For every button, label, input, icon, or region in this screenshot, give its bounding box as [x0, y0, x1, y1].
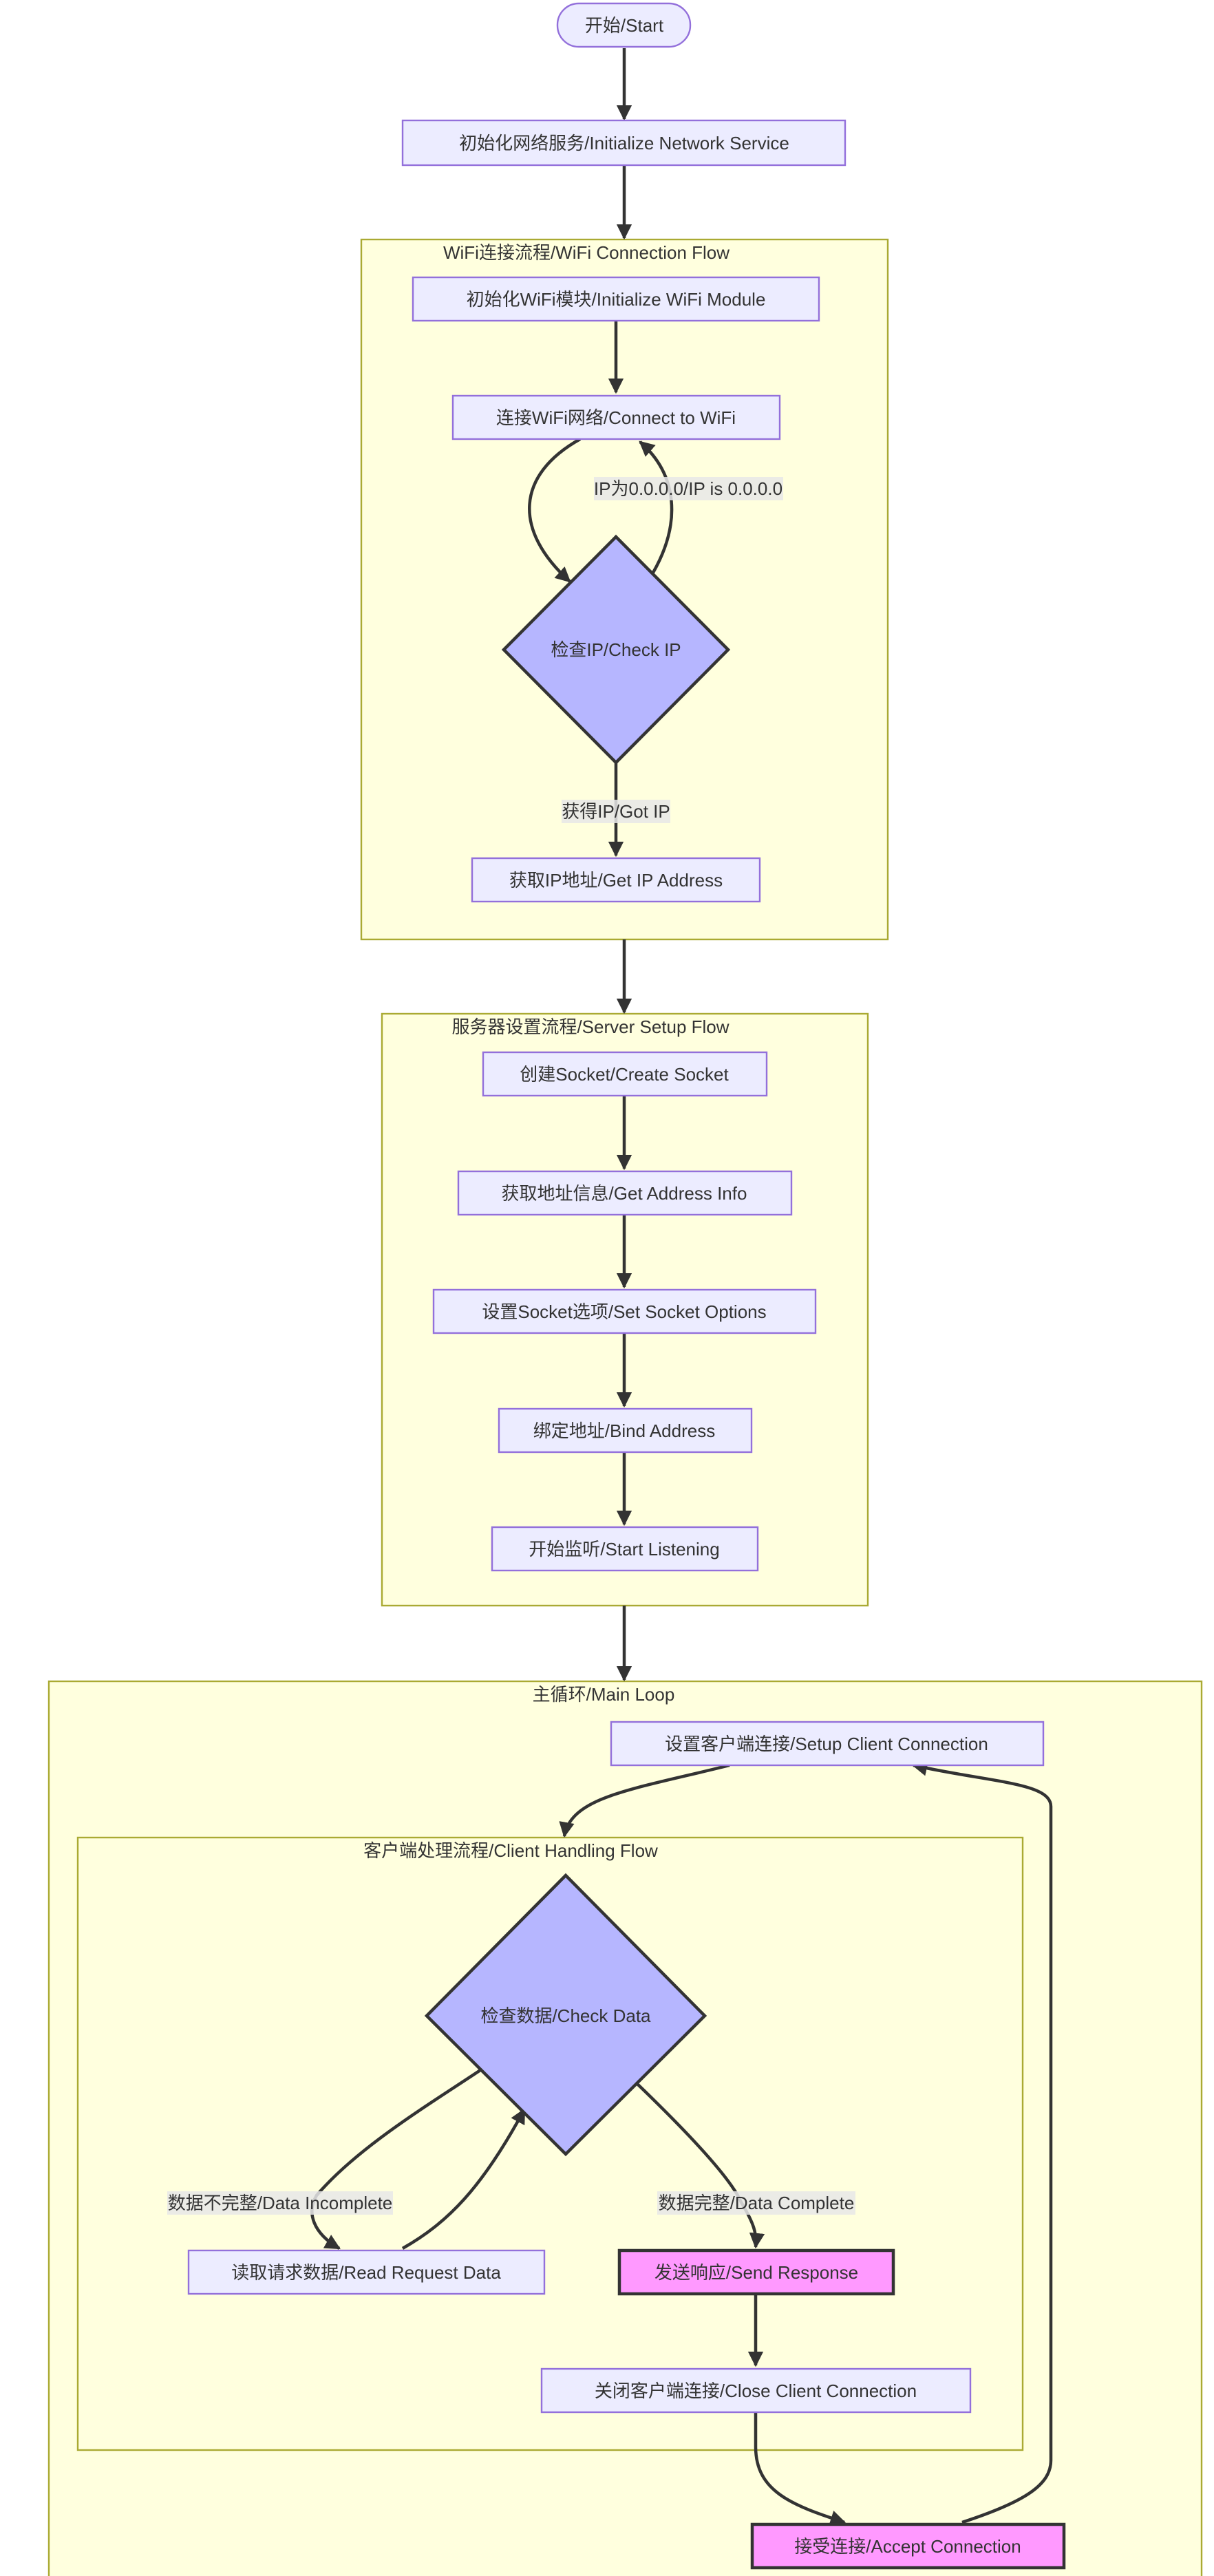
node-setup-client: 设置客户端连接/Setup Client Connection: [610, 1721, 1045, 1767]
node-get-ip: 获取IP地址/Get IP Address: [471, 857, 761, 903]
edge-accept-to-setup-client: [911, 1760, 1053, 2524]
edge-check-data-to-send-response: [635, 2082, 765, 2249]
edge-close-client-to-accept: [754, 2412, 846, 2526]
node-check-data: 检查数据/Check Data: [424, 1873, 707, 2157]
node-accept-conn-label: 接受连接/Accept Connection: [794, 2536, 1021, 2557]
cluster-server-setup-title: 服务器设置流程/Server Setup Flow: [451, 1016, 729, 1037]
node-read-request: 读取请求数据/Read Request Data: [187, 2249, 546, 2295]
node-setup-client-label: 设置客户端连接/Setup Client Connection: [665, 1734, 988, 1754]
node-set-socket-opts-label: 设置Socket选项/Set Socket Options: [482, 1301, 766, 1322]
edge-label-data-complete: 数据完整/Data Complete: [657, 2191, 855, 2215]
node-check-data-label: 检查数据/Check Data: [480, 2005, 651, 2026]
node-init-wifi: 初始化WiFi模块/Initialize WiFi Module: [412, 276, 820, 322]
node-set-socket-opts: 设置Socket选项/Set Socket Options: [432, 1288, 817, 1334]
node-start-listen-label: 开始监听/Start Listening: [529, 1539, 719, 1560]
node-start-label: 开始/Start: [585, 15, 664, 36]
edge-label-data-incomplete-text: 数据不完整/Data Incomplete: [168, 2193, 393, 2213]
node-init-wifi-label: 初始化WiFi模块/Initialize WiFi Module: [467, 289, 766, 310]
node-get-ip-label: 获取IP地址/Get IP Address: [509, 870, 723, 891]
node-get-addr-info: 获取地址信息/Get Address Info: [457, 1170, 793, 1216]
node-bind-addr: 绑定地址/Bind Address: [498, 1407, 753, 1454]
node-init-network: 初始化网络服务/Initialize Network Service: [401, 119, 846, 167]
node-send-response-label: 发送响应/Send Response: [654, 2262, 858, 2283]
node-accept-conn: 接受连接/Accept Connection: [750, 2522, 1066, 2570]
node-close-client-label: 关闭客户端连接/Close Client Connection: [595, 2381, 917, 2401]
node-get-addr-info-label: 获取地址信息/Get Address Info: [502, 1183, 747, 1204]
cluster-wifi-flow-title: WiFi连接流程/WiFi Connection Flow: [443, 242, 730, 263]
edge-label-data-incomplete: 数据不完整/Data Incomplete: [167, 2191, 393, 2215]
node-init-network-label: 初始化网络服务/Initialize Network Service: [459, 133, 789, 153]
edge-label-ip-zero: IP为0.0.0.0/IP is 0.0.0.0: [594, 477, 783, 500]
edge-check-ip-retry: [639, 440, 674, 574]
node-check-ip: 检查IP/Check IP: [501, 534, 731, 765]
node-connect-wifi: 连接WiFi网络/Connect to WiFi: [451, 394, 781, 440]
node-create-socket: 创建Socket/Create Socket: [482, 1051, 768, 1097]
edge-read-request-to-check-data: [401, 2108, 526, 2250]
node-send-response: 发送响应/Send Response: [617, 2248, 895, 2296]
node-check-ip-label: 检查IP/Check IP: [551, 639, 681, 660]
node-bind-addr-label: 绑定地址/Bind Address: [533, 1420, 715, 1441]
edge-label-data-complete-text: 数据完整/Data Complete: [659, 2193, 855, 2213]
edge-label-got-ip-text: 获得IP/Got IP: [562, 801, 670, 822]
cluster-main-loop-title: 主循环/Main Loop: [533, 1684, 675, 1705]
node-start-listen: 开始监听/Start Listening: [491, 1526, 759, 1572]
node-connect-wifi-label: 连接WiFi网络/Connect to WiFi: [496, 407, 736, 428]
edge-connect-wifi-to-check-ip: [528, 438, 582, 583]
edge-setup-client-to-client-flow: [559, 1763, 730, 1838]
node-close-client: 关闭客户端连接/Close Client Connection: [540, 2367, 972, 2414]
cluster-client-handling-title: 客户端处理流程/Client Handling Flow: [363, 1840, 658, 1861]
edge-check-data-to-read-request: [310, 2069, 482, 2250]
node-read-request-label: 读取请求数据/Read Request Data: [231, 2262, 501, 2283]
edge-label-ip-zero-text: IP为0.0.0.0/IP is 0.0.0.0: [594, 478, 782, 499]
edge-label-got-ip: 获得IP/Got IP: [562, 800, 670, 823]
node-create-socket-label: 创建Socket/Create Socket: [520, 1064, 729, 1085]
edges: [310, 48, 1053, 2526]
node-start: 开始/Start: [556, 2, 692, 48]
